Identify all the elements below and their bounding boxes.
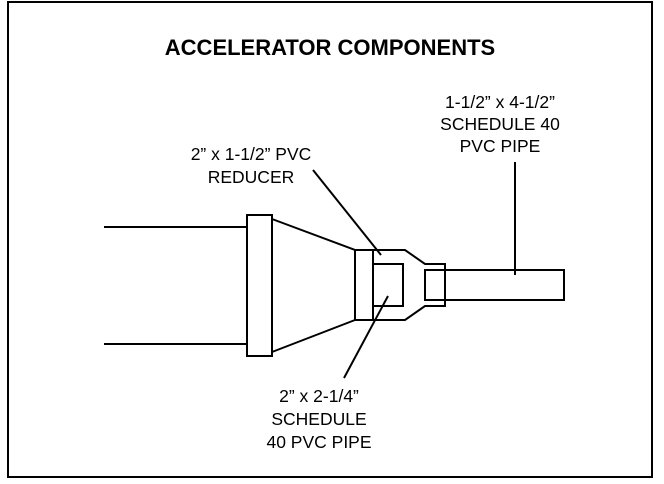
small-pipe-label-line-1: 1-1/2” x 4-1/2”: [445, 92, 555, 112]
reducer-cone: [271, 218, 356, 353]
small-pipe-insert: [424, 269, 446, 301]
large-pipe-label-line-1: 2” x 2-1/4”: [279, 386, 359, 406]
small-pipe: [445, 269, 565, 301]
large-pipe-leader-line: [343, 295, 389, 379]
main-pipe: [104, 226, 247, 345]
short-pipe-inner: [372, 263, 404, 307]
diagram-title: ACCELERATOR COMPONENTS: [165, 35, 495, 60]
short-pipe-outer: [354, 249, 374, 321]
small-pipe-label: 1-1/2” x 4-1/2” SCHEDULE 40 PVC PIPE: [440, 92, 560, 156]
small-pipe-label-line-2: SCHEDULE 40: [440, 114, 560, 134]
large-pipe-label: 2” x 2-1/4” SCHEDULE 40 PVC PIPE: [266, 386, 371, 452]
reducer-leader-line: [312, 169, 382, 256]
diagram-border: [7, 1, 653, 478]
reducer-label-line-1: 2” x 1-1/2” PVC: [191, 144, 312, 164]
large-pipe-label-line-2: SCHEDULE: [271, 409, 366, 429]
reducer-label: 2” x 1-1/2” PVC REDUCER: [191, 144, 312, 187]
large-pipe-label-line-3: 40 PVC PIPE: [266, 432, 371, 452]
small-pipe-label-line-3: PVC PIPE: [460, 136, 541, 156]
reducer-label-line-2: REDUCER: [208, 167, 295, 187]
coupling-flange: [246, 214, 273, 357]
pvc-reducer-body: [373, 249, 446, 321]
